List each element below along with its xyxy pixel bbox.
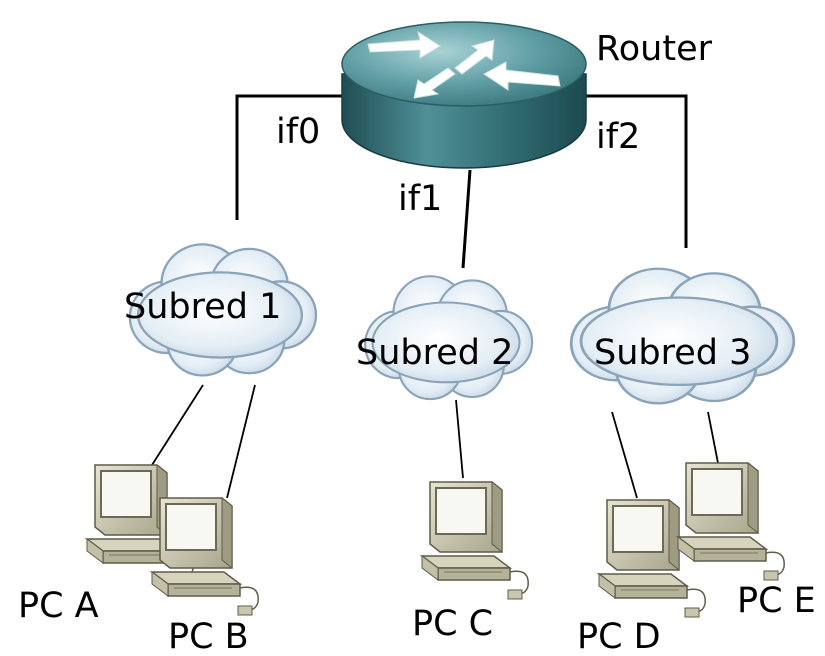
link-subred3-pce (707, 411, 719, 464)
link-subred3-pcd (611, 411, 638, 499)
link-if2-subred3 (585, 94, 688, 248)
link-if1-subred2 (461, 169, 472, 269)
link-subred2-pcc (455, 399, 464, 479)
interface-label-if1: if1 (398, 179, 442, 219)
host-label-pc-c: PC C (412, 604, 493, 644)
interface-label-if2: if2 (596, 117, 640, 157)
subnet-label-3: Subred 3 (594, 333, 751, 373)
router-label: Router (596, 29, 713, 69)
link-if0-subred1 (235, 94, 345, 220)
link-subred1-pcb (226, 384, 256, 499)
host-label-pc-e: PC E (737, 581, 816, 621)
interface-label-if0: if0 (276, 112, 320, 152)
links (151, 94, 719, 499)
router (341, 21, 587, 169)
host-label-pc-b: PC B (168, 617, 249, 656)
pc-c-icon (421, 481, 530, 600)
host-label-pc-a: PC A (18, 586, 99, 626)
pc-b-icon (151, 497, 260, 616)
subnet-label-2: Subred 2 (356, 333, 513, 373)
subnet-label-1: Subred 1 (124, 287, 281, 327)
router-arrows-icon (367, 30, 561, 99)
pc-e-icon (677, 462, 786, 581)
host-label-pc-d: PC D (577, 617, 661, 656)
link-subred1-pca (151, 384, 204, 466)
